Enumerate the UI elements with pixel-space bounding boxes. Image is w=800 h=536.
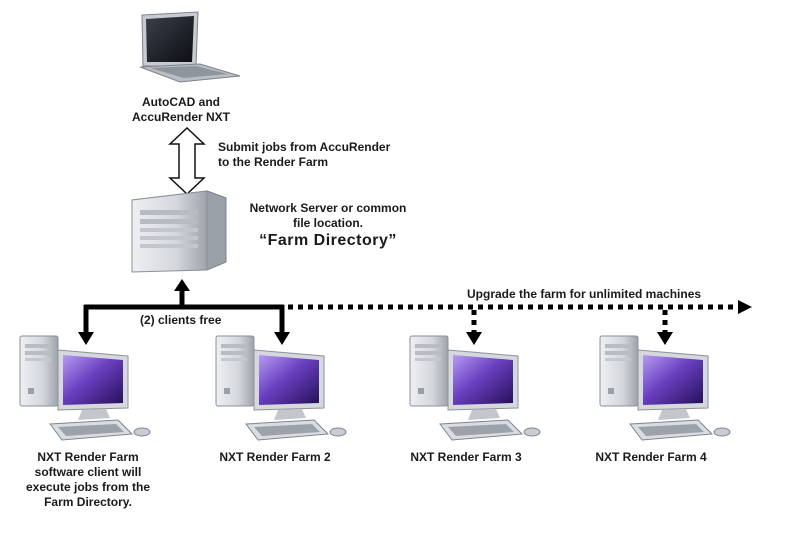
upgrade-note: Upgrade the farm for unlimited machines [467,287,702,301]
workstation-icon [409,335,541,441]
workstation-label-3: NXT Render Farm 3 [410,450,521,465]
workstation-label-1: NXT Render Farm software client will exe… [26,450,150,510]
server-note-line1: Network Server or common [249,201,407,215]
workstation-label-line: NXT Render Farm [37,450,139,464]
workstation-icon [599,335,731,441]
laptop-label-line2: AccuRender NXT [131,110,231,124]
submit-note-line2: to the Render Farm [218,155,329,169]
server-note: Network Server or common file location. [250,201,407,231]
workstation-icon [215,335,347,441]
laptop-label: AutoCAD and AccuRender NXT [132,95,230,125]
laptop-icon [139,11,241,83]
connector-network [78,279,752,345]
workstation-label-line: NXT Render Farm 4 [595,450,707,464]
workstation-label-line: Farm Directory. [44,495,132,509]
workstation-label-2: NXT Render Farm 2 [219,450,330,465]
workstation-label-line: software client will [34,465,142,479]
submit-note: Submit jobs from AccuRender to the Rende… [218,140,390,170]
submit-double-arrow [168,126,206,196]
server-note-line2: file location. [292,216,363,230]
clients-free-note: (2) clients free [140,313,222,327]
laptop-label-line1: AutoCAD and [142,95,220,109]
workstation-icon [19,335,151,441]
workstation-label-4: NXT Render Farm 4 [595,450,706,465]
farm-directory-title: “Farm Directory” [259,232,397,249]
workstation-label-line: execute jobs from the [25,480,151,494]
server-tower-icon [131,190,227,273]
workstation-label-line: NXT Render Farm 2 [219,450,331,464]
workstation-label-line: NXT Render Farm 3 [410,450,522,464]
submit-note-line1: Submit jobs from AccuRender [218,140,391,154]
